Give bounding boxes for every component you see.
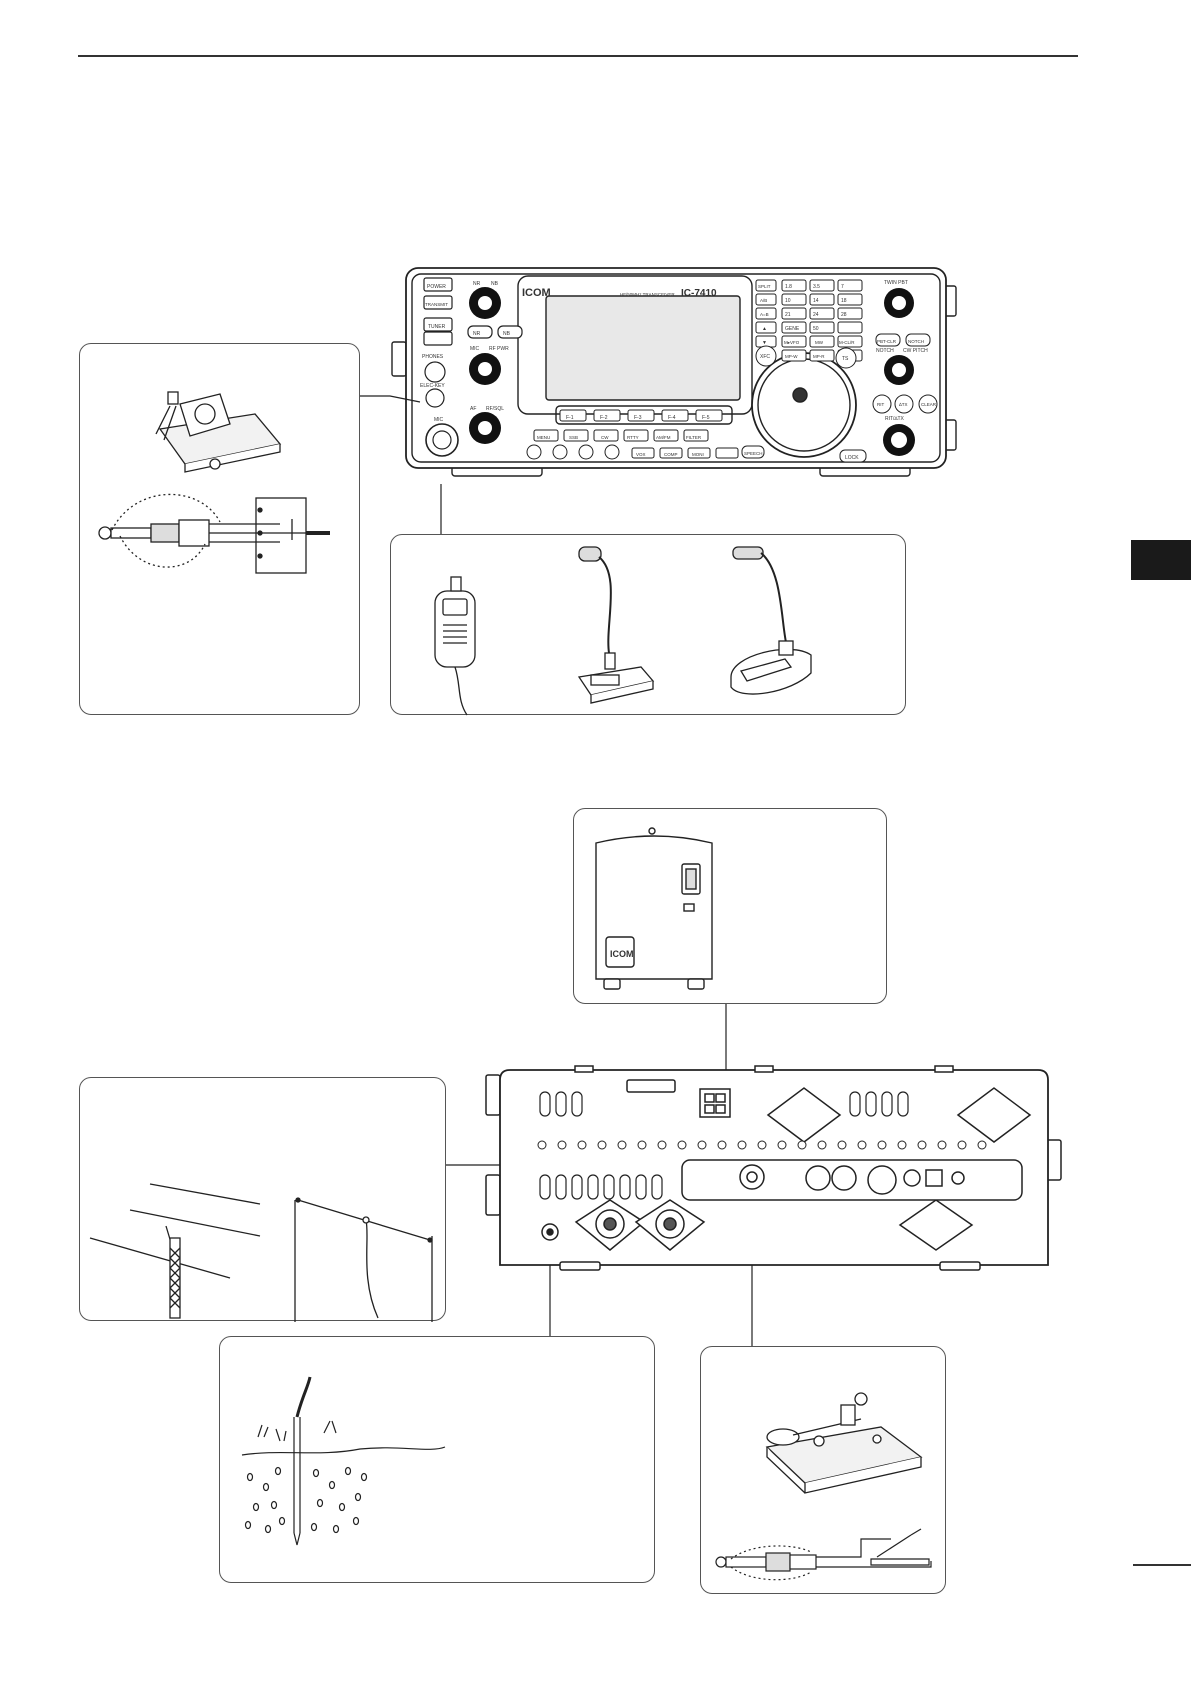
band-key-4: 10: [785, 298, 791, 304]
section-tab-marker: [1131, 540, 1191, 580]
phones-jack-label: PHONES: [422, 354, 444, 360]
radio-brand: ICOM: [522, 287, 551, 299]
band-key-11: 50: [813, 326, 819, 332]
nb-knob-label: NB: [491, 281, 499, 287]
rit-key: RIT: [877, 402, 885, 407]
delta-tx-key: ∆TX: [899, 402, 908, 407]
cw-pitch-knob-label: CW PITCH: [903, 348, 928, 354]
ground-panel: [219, 1336, 655, 1583]
band-key-5: 14: [813, 298, 819, 304]
m-cl-r-key: M-CL/R: [839, 340, 855, 345]
psu-brand: ICOM: [610, 949, 634, 959]
elec-key-jack-label: ELEC-KEY: [420, 383, 445, 389]
rf-pwr-knob-label: RF PWR: [489, 346, 509, 352]
power-supply-illustration: ICOM: [595, 827, 713, 990]
a-b-key: A/B: [760, 298, 767, 303]
mw-key: MW: [815, 340, 824, 345]
microphones-illustration: [434, 546, 812, 716]
paddle-key-panel: [79, 343, 360, 715]
split-key: SPLIT: [758, 284, 771, 289]
radio-model: IC-7410: [681, 288, 717, 299]
f5-key: F-5: [702, 415, 710, 421]
antennas-illustration: [89, 1183, 433, 1322]
speech-key: SPEECH: [744, 451, 763, 456]
cw-key: CW: [601, 435, 609, 440]
notch-key: NOTCH: [908, 339, 924, 344]
power-button-label: POWER: [427, 284, 446, 290]
clear-key: CLEAR: [921, 402, 937, 407]
twin-pbt-knob-label: TWIN PBT: [884, 280, 908, 286]
nr-knob-label: NR: [473, 281, 481, 287]
f2-key: F-2: [600, 415, 608, 421]
rtty-key: RTTY: [627, 435, 639, 440]
up-key: ▲: [762, 326, 767, 332]
band-key-2: 3.5: [813, 284, 820, 290]
band-key-7: 21: [785, 312, 791, 318]
rf-sql-knob-label: RF/SQL: [486, 406, 504, 412]
a-eq-b-key: A=B: [760, 312, 769, 317]
mic-knob-label: MIC: [470, 346, 480, 352]
paddle-key-illustration: [98, 391, 330, 574]
header-rule: [78, 55, 1078, 57]
xfc-key: XFC: [760, 354, 770, 360]
transmit-button-label: TRANSMIT: [425, 302, 448, 307]
tuner-button-label: TUNER: [428, 324, 446, 330]
band-key-10: GENE: [785, 326, 800, 332]
down-key: ▼: [762, 340, 767, 346]
power-supply-panel: ICOM: [573, 808, 887, 1004]
notch-knob-label: NOTCH: [876, 348, 894, 354]
band-key-6: 18: [841, 298, 847, 304]
f4-key: F-4: [668, 415, 676, 421]
ssb-key: SSB: [569, 435, 578, 440]
m-vfo-key: M▸VFO: [784, 340, 800, 345]
straight-key-illustration: [715, 1392, 932, 1581]
band-key-8: 24: [813, 312, 819, 318]
ts-key: TS: [842, 356, 849, 362]
f3-key: F-3: [634, 415, 642, 421]
microphone-panel: [390, 534, 906, 716]
nb-button-label: NB: [503, 331, 511, 337]
band-key-9: 28: [841, 312, 847, 318]
rear-vent-slots: [539, 1091, 909, 1200]
vox-key: VOX: [636, 452, 646, 457]
mic-connector-label: MIC: [434, 417, 444, 423]
band-key-3: 7: [841, 284, 844, 290]
pbt-clr-key: PBT-CLR: [877, 339, 897, 344]
band-key-1: 1.8: [785, 284, 792, 290]
af-knob-label: AF: [470, 406, 476, 412]
menu-key: MENU: [537, 435, 550, 440]
radio-subtitle: HF/50MHz TRANSCEIVER: [620, 292, 675, 297]
am-fm-key: AM/FM: [656, 435, 671, 440]
nr-button-label: NR: [473, 331, 481, 337]
straight-key-panel: [700, 1346, 946, 1594]
moni-key: MONI: [692, 452, 704, 457]
rit-tx-knob-label: RIT/∆TX: [885, 416, 905, 422]
filter-key: FILTER: [686, 435, 702, 440]
antenna-panel: [79, 1077, 446, 1322]
page-number-rule: [1133, 1564, 1191, 1566]
lock-key: LOCK: [845, 455, 859, 461]
mp-w-key: MP-W: [785, 354, 798, 359]
ground-rod-illustration: [241, 1376, 446, 1546]
f1-key: F-1: [566, 415, 574, 421]
mp-r-key: MP-R: [813, 354, 825, 359]
comp-key: COMP: [664, 452, 678, 457]
